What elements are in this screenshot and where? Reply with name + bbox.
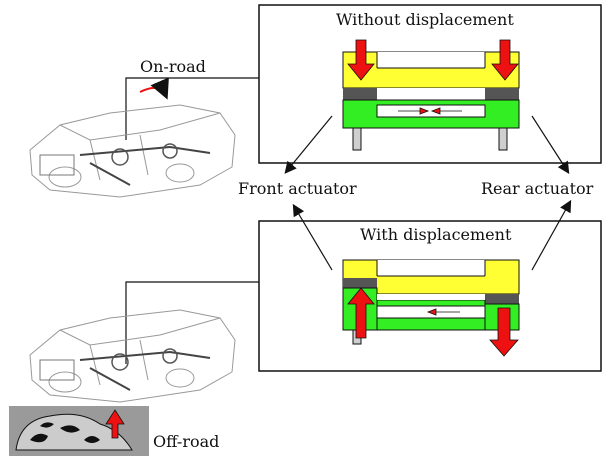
label-front-actuator: Front actuator <box>238 179 357 198</box>
label-off-road: Off-road <box>153 432 220 451</box>
label-on-road: On-road <box>140 57 206 76</box>
curved-arrow-icon <box>139 77 169 100</box>
car-chassis-icon-bottom <box>29 309 236 403</box>
title-with-displacement: With displacement <box>360 225 512 244</box>
top-actuator <box>342 39 520 151</box>
rough-terrain-icon <box>9 406 149 456</box>
car-chassis-icon <box>29 104 236 198</box>
label-rear-actuator: Rear actuator <box>481 179 594 198</box>
connector-lines <box>125 77 572 364</box>
title-without-displacement: Without displacement <box>336 10 514 29</box>
bottom-actuator <box>342 259 520 357</box>
